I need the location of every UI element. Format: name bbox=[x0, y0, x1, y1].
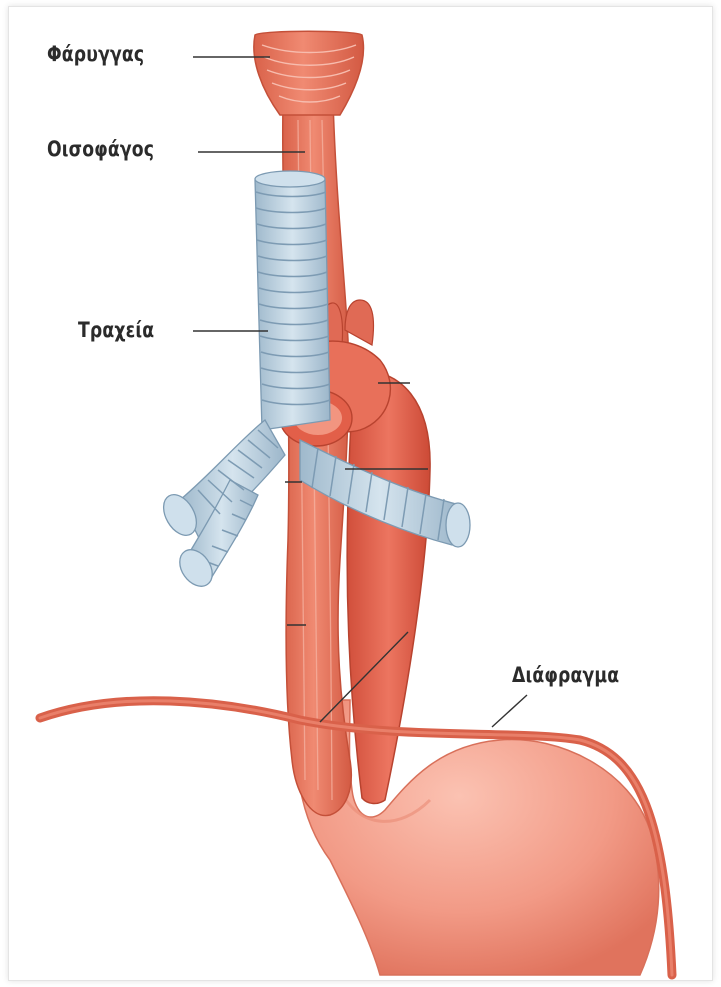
label-esophagus: Οισοφάγος bbox=[47, 137, 154, 161]
leader-diaphragm bbox=[492, 695, 527, 727]
stomach bbox=[296, 700, 658, 975]
label-diaphragm: Διάφραγμα bbox=[512, 663, 619, 687]
label-pharynx: Φάρυγγας bbox=[47, 42, 144, 66]
pharynx bbox=[254, 31, 364, 115]
label-trachea: Τραχεία bbox=[78, 318, 154, 342]
